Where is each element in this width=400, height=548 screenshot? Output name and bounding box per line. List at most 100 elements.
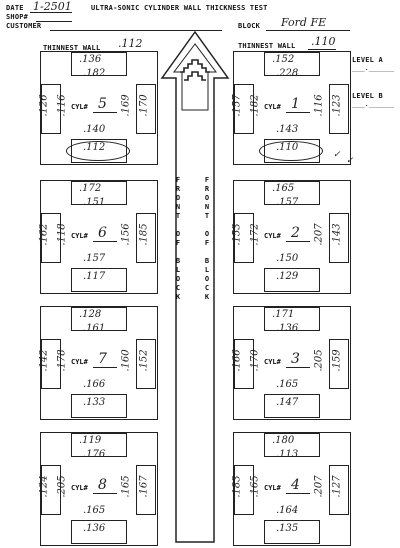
front-of-block-letter bbox=[173, 248, 183, 257]
front-of-block-letter: B bbox=[204, 257, 210, 265]
cylinder-left-port bbox=[234, 213, 254, 263]
front-of-block-letter: O bbox=[204, 230, 210, 238]
cylinder-top-value-b: .228 bbox=[276, 68, 299, 79]
cylinder-bottom-value-a: .166 bbox=[83, 379, 106, 390]
cylinder-top-port bbox=[71, 307, 127, 331]
cylinder-label: CYL# bbox=[264, 232, 281, 240]
cylinder-right-port bbox=[136, 84, 156, 134]
cylinder-left-value-b: .170 bbox=[249, 349, 261, 372]
cylinder-right-value-a: .165 bbox=[120, 475, 132, 498]
cylinder-bottom-port bbox=[71, 394, 127, 418]
cylinder-top-value-b: .161 bbox=[83, 323, 106, 334]
cylinder-left-value-a: .162 bbox=[38, 223, 50, 246]
cylinder-label: CYL# bbox=[71, 232, 88, 240]
cylinder-left-port bbox=[41, 84, 61, 134]
cylinder-top-port bbox=[71, 181, 127, 205]
cylinder-number: 2 bbox=[291, 225, 300, 241]
circled-thinnest-marker bbox=[259, 141, 323, 161]
cylinder-bottom-value-a: .165 bbox=[83, 505, 106, 516]
cylinder-label: CYL# bbox=[71, 484, 88, 492]
cylinder-top-value-a: .165 bbox=[272, 183, 295, 194]
front-of-block-letter: R bbox=[175, 185, 181, 193]
cylinder-top-value-a: .172 bbox=[79, 183, 102, 194]
thinnest-wall-left-label: THINNEST WALL bbox=[43, 44, 101, 52]
front-of-block-letter: L bbox=[175, 266, 181, 274]
date-label: DATE bbox=[6, 4, 24, 12]
front-of-block-letter: N bbox=[175, 203, 181, 211]
cylinder-right-value-b: .152 bbox=[138, 349, 150, 372]
front-of-block-letter bbox=[202, 248, 212, 257]
cylinder-right-value-b: .167 bbox=[138, 475, 150, 498]
cylinder-number-underline bbox=[93, 493, 117, 494]
cylinder-right-port bbox=[329, 339, 349, 389]
cylinder-bottom-port bbox=[264, 520, 320, 544]
cylinder-right-value-a: .156 bbox=[120, 223, 132, 246]
cylinder-left-value-a: .166 bbox=[231, 349, 243, 372]
date-value: 1-2501 bbox=[33, 0, 72, 13]
front-of-block-letter: F bbox=[204, 176, 210, 184]
front-of-block-letter: R bbox=[204, 185, 210, 193]
cylinder-left-value-a: .126 bbox=[38, 94, 50, 117]
cylinder-top-value-b: .176 bbox=[83, 449, 106, 460]
form-title: ULTRA-SONIC CYLINDER WALL THICKNESS TEST bbox=[91, 4, 268, 12]
front-of-block-letter: F bbox=[175, 239, 181, 247]
cylinder-bottom-value-a: .165 bbox=[276, 379, 299, 390]
cylinder-right-value-a: .205 bbox=[313, 349, 325, 372]
cylinder-top-value-a: .180 bbox=[272, 435, 295, 446]
cylinder-top-value-a: .171 bbox=[272, 309, 295, 320]
cylinder-right-value-b: .123 bbox=[331, 94, 343, 117]
cylinder-right-port bbox=[329, 465, 349, 515]
cylinder-left-value-a: .183 bbox=[231, 475, 243, 498]
front-arrow-icon bbox=[160, 30, 230, 543]
shop-label: SHOP# bbox=[6, 13, 29, 21]
thinnest-wall-left-value: .112 bbox=[118, 37, 143, 50]
cylinder-bottom-value-b: .117 bbox=[83, 271, 106, 282]
cylinder-right-port bbox=[136, 213, 156, 263]
cylinder-number: 8 bbox=[98, 477, 107, 493]
customer-label: CUSTOMER bbox=[6, 22, 42, 30]
cylinder-right-value-b: .185 bbox=[138, 223, 150, 246]
cylinder-right-value-a: .207 bbox=[313, 223, 325, 246]
cylinder-number-underline bbox=[93, 112, 117, 113]
cylinder-left-value-b: .178 bbox=[56, 349, 68, 372]
cylinder-number-underline bbox=[93, 367, 117, 368]
cylinder-right-port bbox=[136, 465, 156, 515]
cylinder-left-port bbox=[41, 339, 61, 389]
cylinder-label: CYL# bbox=[264, 103, 281, 111]
level-a-label: LEVEL A bbox=[352, 56, 383, 64]
cylinder-number: 7 bbox=[98, 351, 107, 367]
cylinder-right-value-a: .116 bbox=[313, 94, 325, 117]
thinnest-wall-right-label: THINNEST WALL bbox=[238, 42, 296, 50]
cylinder-top-value-a: .128 bbox=[79, 309, 102, 320]
cylinder-left-value-b: .116 bbox=[56, 94, 68, 117]
cylinder-top-value-b: .113 bbox=[276, 449, 299, 460]
cylinder-left-value-b: .165 bbox=[249, 475, 261, 498]
cylinder-number-underline bbox=[93, 241, 117, 242]
block-value: Ford FE bbox=[281, 16, 327, 29]
cylinder-bottom-value-a: .150 bbox=[276, 253, 299, 264]
cylinder-top-port bbox=[264, 52, 320, 76]
cylinder-left-value-b: .205 bbox=[56, 475, 68, 498]
cylinder-label: CYL# bbox=[71, 103, 88, 111]
front-of-block-letter: L bbox=[204, 266, 210, 274]
cylinder-top-port bbox=[264, 307, 320, 331]
front-of-block-letter: O bbox=[175, 194, 181, 202]
cylinder-label: CYL# bbox=[264, 484, 281, 492]
cylinder-top-port bbox=[264, 433, 320, 457]
cylinder-right-port bbox=[136, 339, 156, 389]
cylinder-number: 4 bbox=[291, 477, 300, 493]
front-of-block-letter: N bbox=[204, 203, 210, 211]
cylinder-left-value-b: .182 bbox=[249, 94, 261, 117]
cylinder-left-value-a: .157 bbox=[231, 94, 243, 117]
front-of-block-letter: K bbox=[175, 293, 181, 301]
cylinder-top-value-b: .182 bbox=[83, 68, 106, 79]
cylinder-right-value-b: .127 bbox=[331, 475, 343, 498]
front-of-block-letter: O bbox=[175, 230, 181, 238]
cylinder-left-value-a: .153 bbox=[231, 223, 243, 246]
front-of-block-letter: O bbox=[204, 275, 210, 283]
cylinder-number: 6 bbox=[98, 225, 107, 241]
